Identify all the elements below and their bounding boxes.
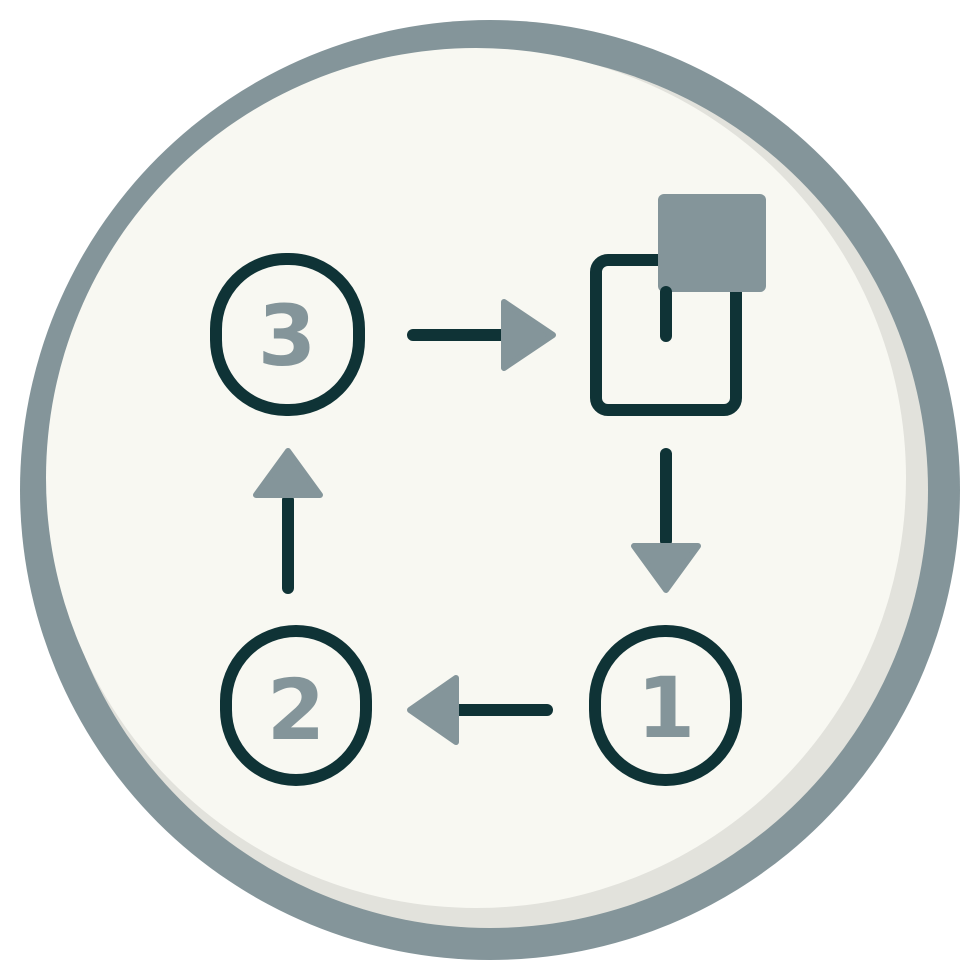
step-2-node: 2 bbox=[220, 625, 372, 786]
arrow-up-icon bbox=[253, 448, 323, 594]
arrow-left-icon bbox=[407, 675, 553, 745]
step-2-number: 2 bbox=[267, 661, 325, 759]
step-1-circle bbox=[589, 625, 742, 786]
step-1-node: 1 bbox=[589, 625, 742, 786]
step-3-circle bbox=[210, 253, 365, 416]
step-3-node: 3 bbox=[210, 253, 365, 416]
step-2-circle bbox=[220, 625, 372, 786]
final-step-square-icon bbox=[590, 194, 766, 416]
step-3-number: 3 bbox=[258, 287, 316, 385]
arrow-right-icon bbox=[407, 299, 556, 371]
arrow-down-icon bbox=[631, 448, 701, 593]
step-1-number: 1 bbox=[637, 659, 695, 757]
inner-disc bbox=[46, 48, 906, 908]
filled-corner-square bbox=[658, 194, 766, 292]
